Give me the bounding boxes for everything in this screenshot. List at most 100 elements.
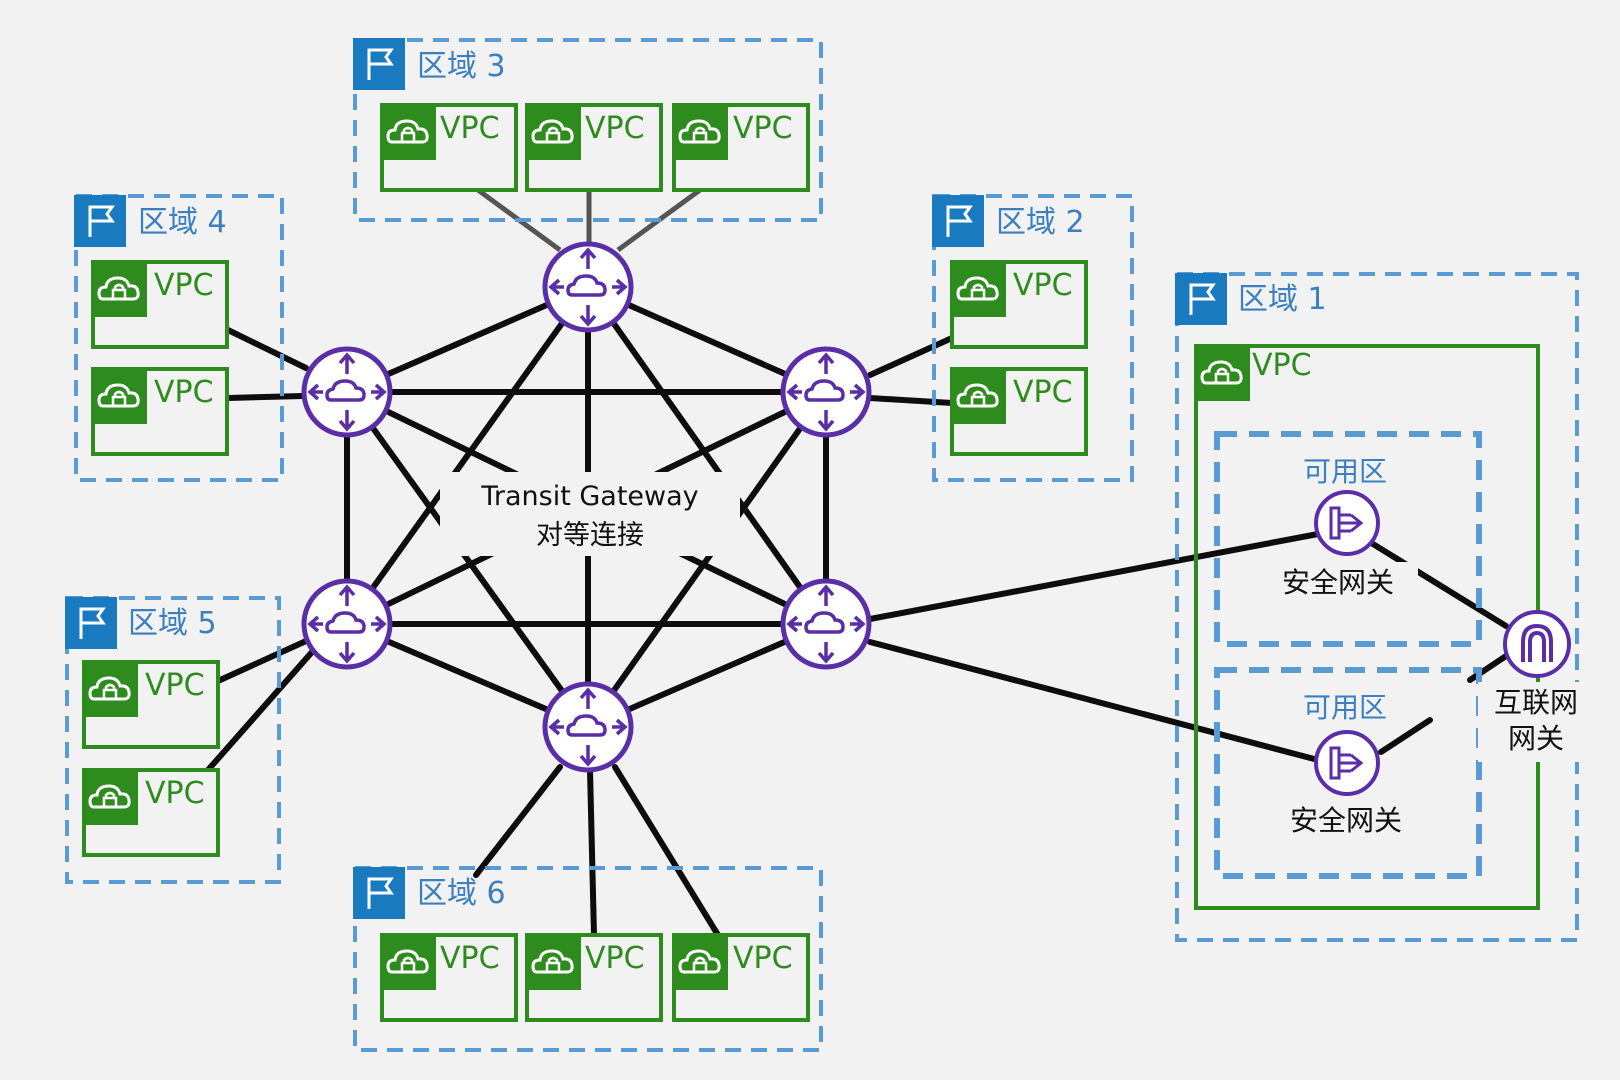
security-gateway-bottom[interactable]: 安全网关 xyxy=(1278,730,1426,838)
transit-gateway-icon xyxy=(545,244,631,330)
link-tgw3-tgw5 xyxy=(344,284,591,627)
vpc-label: VPC xyxy=(440,941,500,976)
transit-gateway-region-1[interactable] xyxy=(783,581,869,667)
security-gateway-top[interactable]: 安全网关 xyxy=(1270,490,1418,600)
vpc-r6-3[interactable]: VPC xyxy=(670,932,810,1022)
cloud-lock-icon xyxy=(670,932,730,992)
flag-icon xyxy=(1173,271,1229,327)
region-1-label: 区域 1 xyxy=(1238,282,1327,317)
vpc-label: VPC xyxy=(440,111,500,146)
az-top: 可用区 xyxy=(1214,431,1482,647)
az-top-border xyxy=(1214,431,1482,647)
link-tgw1-secgw-bottom xyxy=(867,639,1321,763)
link-r6-vpc3 xyxy=(612,764,721,938)
link-tgw1-secgw-top xyxy=(867,531,1321,622)
cloud-lock-icon xyxy=(80,659,140,719)
security-gateway-bottom-label: 安全网关 xyxy=(1290,804,1402,837)
transit-gateway-icon xyxy=(304,349,390,435)
cloud-lock-icon xyxy=(1192,343,1252,403)
region-4-border xyxy=(74,194,284,482)
region-2-border xyxy=(932,194,1134,482)
network-firewall-icon xyxy=(1314,730,1380,796)
cloud-lock-icon xyxy=(523,102,583,162)
region-3: 区域 3 VPC VPC VPC xyxy=(351,36,823,222)
region-6-border xyxy=(353,866,823,1052)
vpc-label: VPC xyxy=(154,268,214,303)
vpc-label: VPC xyxy=(145,668,205,703)
az-bottom: 可用区 xyxy=(1214,667,1482,879)
vpc-label: VPC xyxy=(733,111,793,146)
az-bottom-label: 可用区 xyxy=(1303,691,1387,724)
vpc-r6-2[interactable]: VPC xyxy=(523,932,663,1022)
transit-gateway-icon xyxy=(304,581,390,667)
internet-gateway-icon xyxy=(1503,610,1571,678)
cloud-lock-icon xyxy=(89,259,149,319)
vpc-r3-3[interactable]: VPC xyxy=(670,102,810,192)
cloud-lock-icon xyxy=(80,767,140,827)
link-r6-vpc1 xyxy=(473,764,563,878)
link-tgw2-tgw6 xyxy=(585,389,829,730)
flag-icon xyxy=(72,193,128,249)
igw-label-line2: 网关 xyxy=(1508,722,1564,755)
vpc-label: VPC xyxy=(145,776,205,811)
region-1-vpc-label: VPC xyxy=(1252,348,1312,383)
vpc-label: VPC xyxy=(1013,375,1073,410)
cloud-lock-icon xyxy=(89,366,149,426)
az-bottom-border xyxy=(1214,667,1482,879)
vpc-r2-2[interactable]: VPC xyxy=(948,366,1088,456)
link-r5-vpc1 xyxy=(215,638,309,684)
transit-gateway-icon xyxy=(783,581,869,667)
link-tgw3-tgw1 xyxy=(585,284,829,627)
link-tgw4-tgw6 xyxy=(344,389,591,730)
transit-gateway-region-5[interactable] xyxy=(304,581,390,667)
region-5: 区域 5 VPC VPC xyxy=(63,595,281,884)
transit-gateway-icon xyxy=(783,349,869,435)
flag-icon xyxy=(930,193,986,249)
vpc-r5-1[interactable]: VPC xyxy=(80,659,220,749)
link-r2-vpc2 xyxy=(867,395,955,406)
tgw-peering-label-line1: Transit Gateway xyxy=(480,481,698,512)
link-r2-vpc1 xyxy=(867,335,955,378)
vpc-r3-2[interactable]: VPC xyxy=(523,102,663,192)
vpc-r4-2[interactable]: VPC xyxy=(89,366,229,456)
vpc-r4-1[interactable]: VPC xyxy=(89,259,229,349)
region-2: 区域 2 VPC VPC xyxy=(930,193,1134,482)
cloud-lock-icon xyxy=(948,366,1008,426)
vpc-r6-1[interactable]: VPC xyxy=(378,932,518,1022)
transit-gateway-region-6[interactable] xyxy=(545,684,631,770)
transit-gateway-region-3[interactable] xyxy=(545,244,631,330)
tgw-peering-label-line2: 对等连接 xyxy=(536,520,644,551)
security-gateway-top-label: 安全网关 xyxy=(1282,566,1394,599)
region-2-label: 区域 2 xyxy=(996,205,1085,240)
region-1: 区域 1 VPC 可用区 可用区 安全网关 安全网关 xyxy=(1173,271,1596,942)
transit-gateway-region-4[interactable] xyxy=(304,349,390,435)
cloud-lock-icon xyxy=(670,102,730,162)
flag-icon xyxy=(351,36,407,92)
region-5-border xyxy=(65,596,281,884)
link-secgw-top-igw xyxy=(1370,541,1509,629)
vpc-r2-1[interactable]: VPC xyxy=(948,259,1088,349)
region-4-label: 区域 4 xyxy=(138,205,227,240)
transit-gateway-icon xyxy=(545,684,631,770)
region-1-border xyxy=(1175,272,1579,942)
region-6-label: 区域 6 xyxy=(417,876,506,911)
igw-label-line1: 互联网 xyxy=(1494,686,1578,719)
link-r4-vpc1 xyxy=(225,327,309,371)
vpc-label: VPC xyxy=(1013,268,1073,303)
cloud-lock-icon xyxy=(948,259,1008,319)
internet-gateway[interactable]: 互联网 网关 xyxy=(1478,610,1596,762)
vpc-label: VPC xyxy=(733,941,793,976)
az-top-label: 可用区 xyxy=(1303,455,1387,488)
vpc-label: VPC xyxy=(154,375,214,410)
transit-gateway-region-2[interactable] xyxy=(783,349,869,435)
vpc-r3-1[interactable]: VPC xyxy=(378,102,518,192)
region1-links xyxy=(867,531,1509,763)
flag-icon xyxy=(351,865,407,921)
vpc-r5-2[interactable]: VPC xyxy=(80,767,220,857)
link-secgw-bottom-igw-a xyxy=(1378,717,1433,755)
vpc-label: VPC xyxy=(585,111,645,146)
flag-icon xyxy=(63,595,119,651)
cloud-lock-icon xyxy=(378,932,438,992)
link-r6-vpc2 xyxy=(587,767,597,938)
